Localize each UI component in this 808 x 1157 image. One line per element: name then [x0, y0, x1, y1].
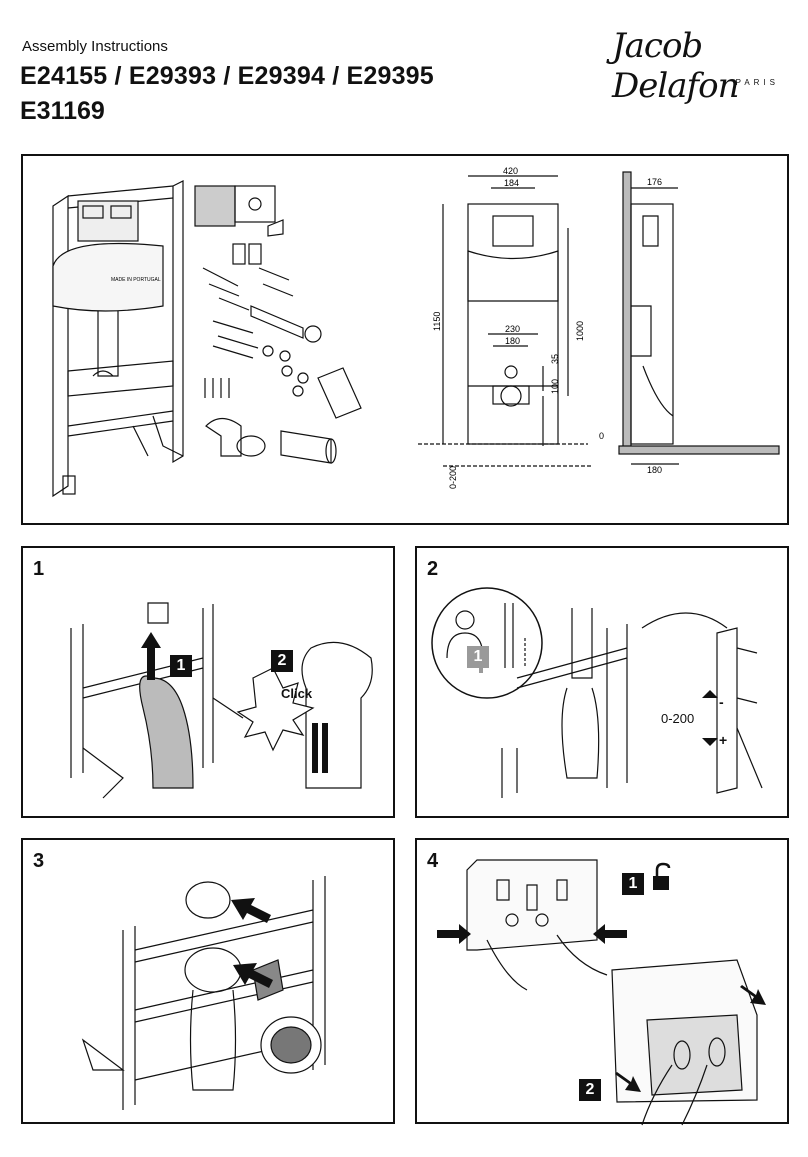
- step-number: 4: [427, 850, 439, 872]
- dim-420: 420: [503, 166, 518, 176]
- up-sign: -: [719, 694, 724, 710]
- overview-drawing: 420 184 1150 1000 230 180 35 100 0-200 0…: [52, 166, 780, 498]
- step-1-badge-a: 1: [170, 655, 192, 677]
- step-1-panel: 1 1 2 Click: [21, 546, 395, 818]
- frame-illustration: [52, 180, 184, 498]
- dim-100: 100: [550, 379, 560, 394]
- side-elevation: [618, 171, 780, 465]
- model-numbers-line2: E31169: [20, 97, 105, 125]
- dim-1150: 1150: [432, 312, 442, 331]
- step-4-badge-b: 2: [579, 1079, 601, 1101]
- dim-35: 35: [550, 354, 560, 364]
- step-2-badge-a: 1: [467, 646, 489, 668]
- cistern-label: MADE IN PORTUGAL: [111, 277, 161, 283]
- dim-0-200: 0-200: [448, 466, 458, 489]
- step-number: 1: [33, 558, 45, 580]
- dim-180: 180: [505, 336, 520, 346]
- dim-1000: 1000: [575, 321, 585, 341]
- front-elevation: [418, 175, 593, 467]
- dim-176: 176: [647, 177, 662, 187]
- overview-panel: 420 184 1150 1000 230 180 35 100 0-200 0…: [21, 154, 789, 525]
- brand-city: PARIS: [735, 78, 779, 87]
- floor-mark: 0: [599, 431, 604, 441]
- brand-signature: Jacob Delafon: [612, 26, 739, 106]
- document-subtitle: Assembly Instructions: [22, 38, 168, 55]
- dim-230: 230: [505, 324, 520, 334]
- dim-180-side: 180: [647, 465, 662, 475]
- step-3-drawing: [81, 876, 326, 1110]
- click-label: Click: [281, 686, 313, 701]
- step-number: 2: [427, 558, 439, 580]
- step-4-panel: 4 1 2: [415, 838, 789, 1126]
- step-1-badge-b: 2: [271, 650, 293, 672]
- down-sign: +: [719, 732, 728, 748]
- step-4-drawing: [437, 859, 766, 1126]
- step-3-panel: 3: [21, 838, 395, 1124]
- step-2-panel: 2 1 0-200 - +: [415, 546, 789, 818]
- model-numbers-line1: E24155 / E29393 / E29394 / E29395: [20, 62, 434, 90]
- dim-184: 184: [504, 178, 519, 188]
- unlock-icon: [653, 862, 671, 890]
- parts-kit: [194, 185, 362, 464]
- height-range-label: 0-200: [661, 711, 695, 726]
- brand-logo: Jacob Delafon PARIS: [612, 26, 787, 106]
- step-2-drawing: [431, 587, 763, 798]
- step-4-badge-a: 1: [622, 873, 644, 895]
- step-number: 3: [33, 850, 45, 872]
- step-1-drawing: [70, 602, 373, 799]
